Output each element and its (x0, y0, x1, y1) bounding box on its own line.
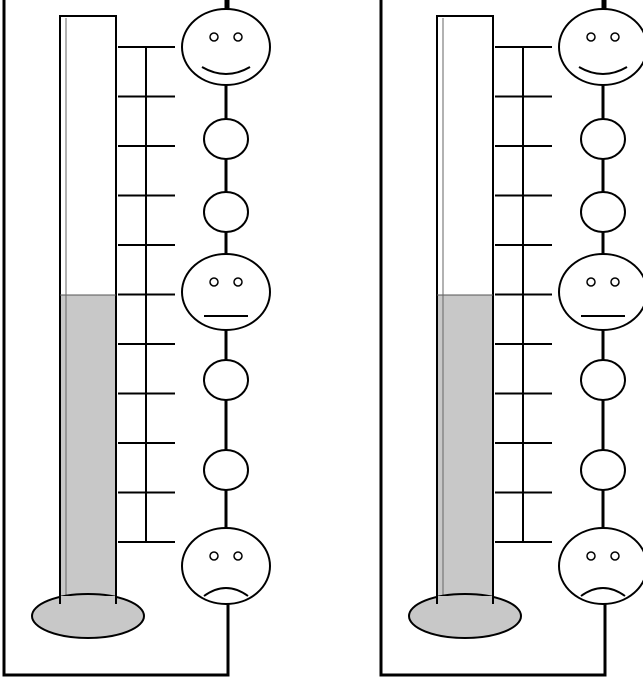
face-outline (203, 118, 249, 160)
bulb-neck (61, 596, 115, 616)
face-eye-right (610, 551, 620, 561)
blank-circle (203, 359, 249, 401)
face-outline (580, 359, 626, 401)
blank-circle (580, 359, 626, 401)
face-outline (558, 253, 643, 331)
sad-face (181, 527, 271, 605)
face-eye-right (233, 32, 243, 42)
smiling-face (558, 8, 643, 86)
face-eye-left (209, 551, 219, 561)
face-eye-left (209, 32, 219, 42)
face-eye-right (233, 551, 243, 561)
bulb-neck (438, 596, 492, 616)
panel-border (2, 0, 230, 677)
face-eye-left (586, 277, 596, 287)
face-outline (580, 118, 626, 160)
thermometer-right (379, 0, 643, 677)
face-eye-left (586, 551, 596, 561)
face-eye-right (610, 32, 620, 42)
blank-circle (203, 449, 249, 491)
face-mouth (578, 66, 628, 75)
face-outline (203, 449, 249, 491)
face-mouth (580, 587, 626, 597)
sad-face (558, 527, 643, 605)
face-outline (181, 8, 271, 86)
face-mouth (201, 66, 251, 75)
thermometer-fill (438, 295, 492, 612)
blank-circle (580, 118, 626, 160)
face-eye-left (586, 32, 596, 42)
face-outline (580, 449, 626, 491)
neutral-face (181, 253, 271, 331)
face-outline (580, 191, 626, 233)
face-outline (558, 8, 643, 86)
face-eye-right (233, 277, 243, 287)
blank-circle (203, 191, 249, 233)
face-outline (181, 253, 271, 331)
face-mouth (203, 587, 249, 597)
face-eye-left (209, 277, 219, 287)
neutral-face (558, 253, 643, 331)
face-outline (558, 527, 643, 605)
thermometer-left (2, 0, 271, 677)
smiling-face (181, 8, 271, 86)
face-outline (181, 527, 271, 605)
thermometer-fill (61, 295, 115, 612)
face-outline (203, 191, 249, 233)
face-eye-right (610, 277, 620, 287)
blank-circle (203, 118, 249, 160)
blank-circle (580, 191, 626, 233)
panel-border (379, 0, 607, 677)
face-outline (203, 359, 249, 401)
blank-circle (580, 449, 626, 491)
